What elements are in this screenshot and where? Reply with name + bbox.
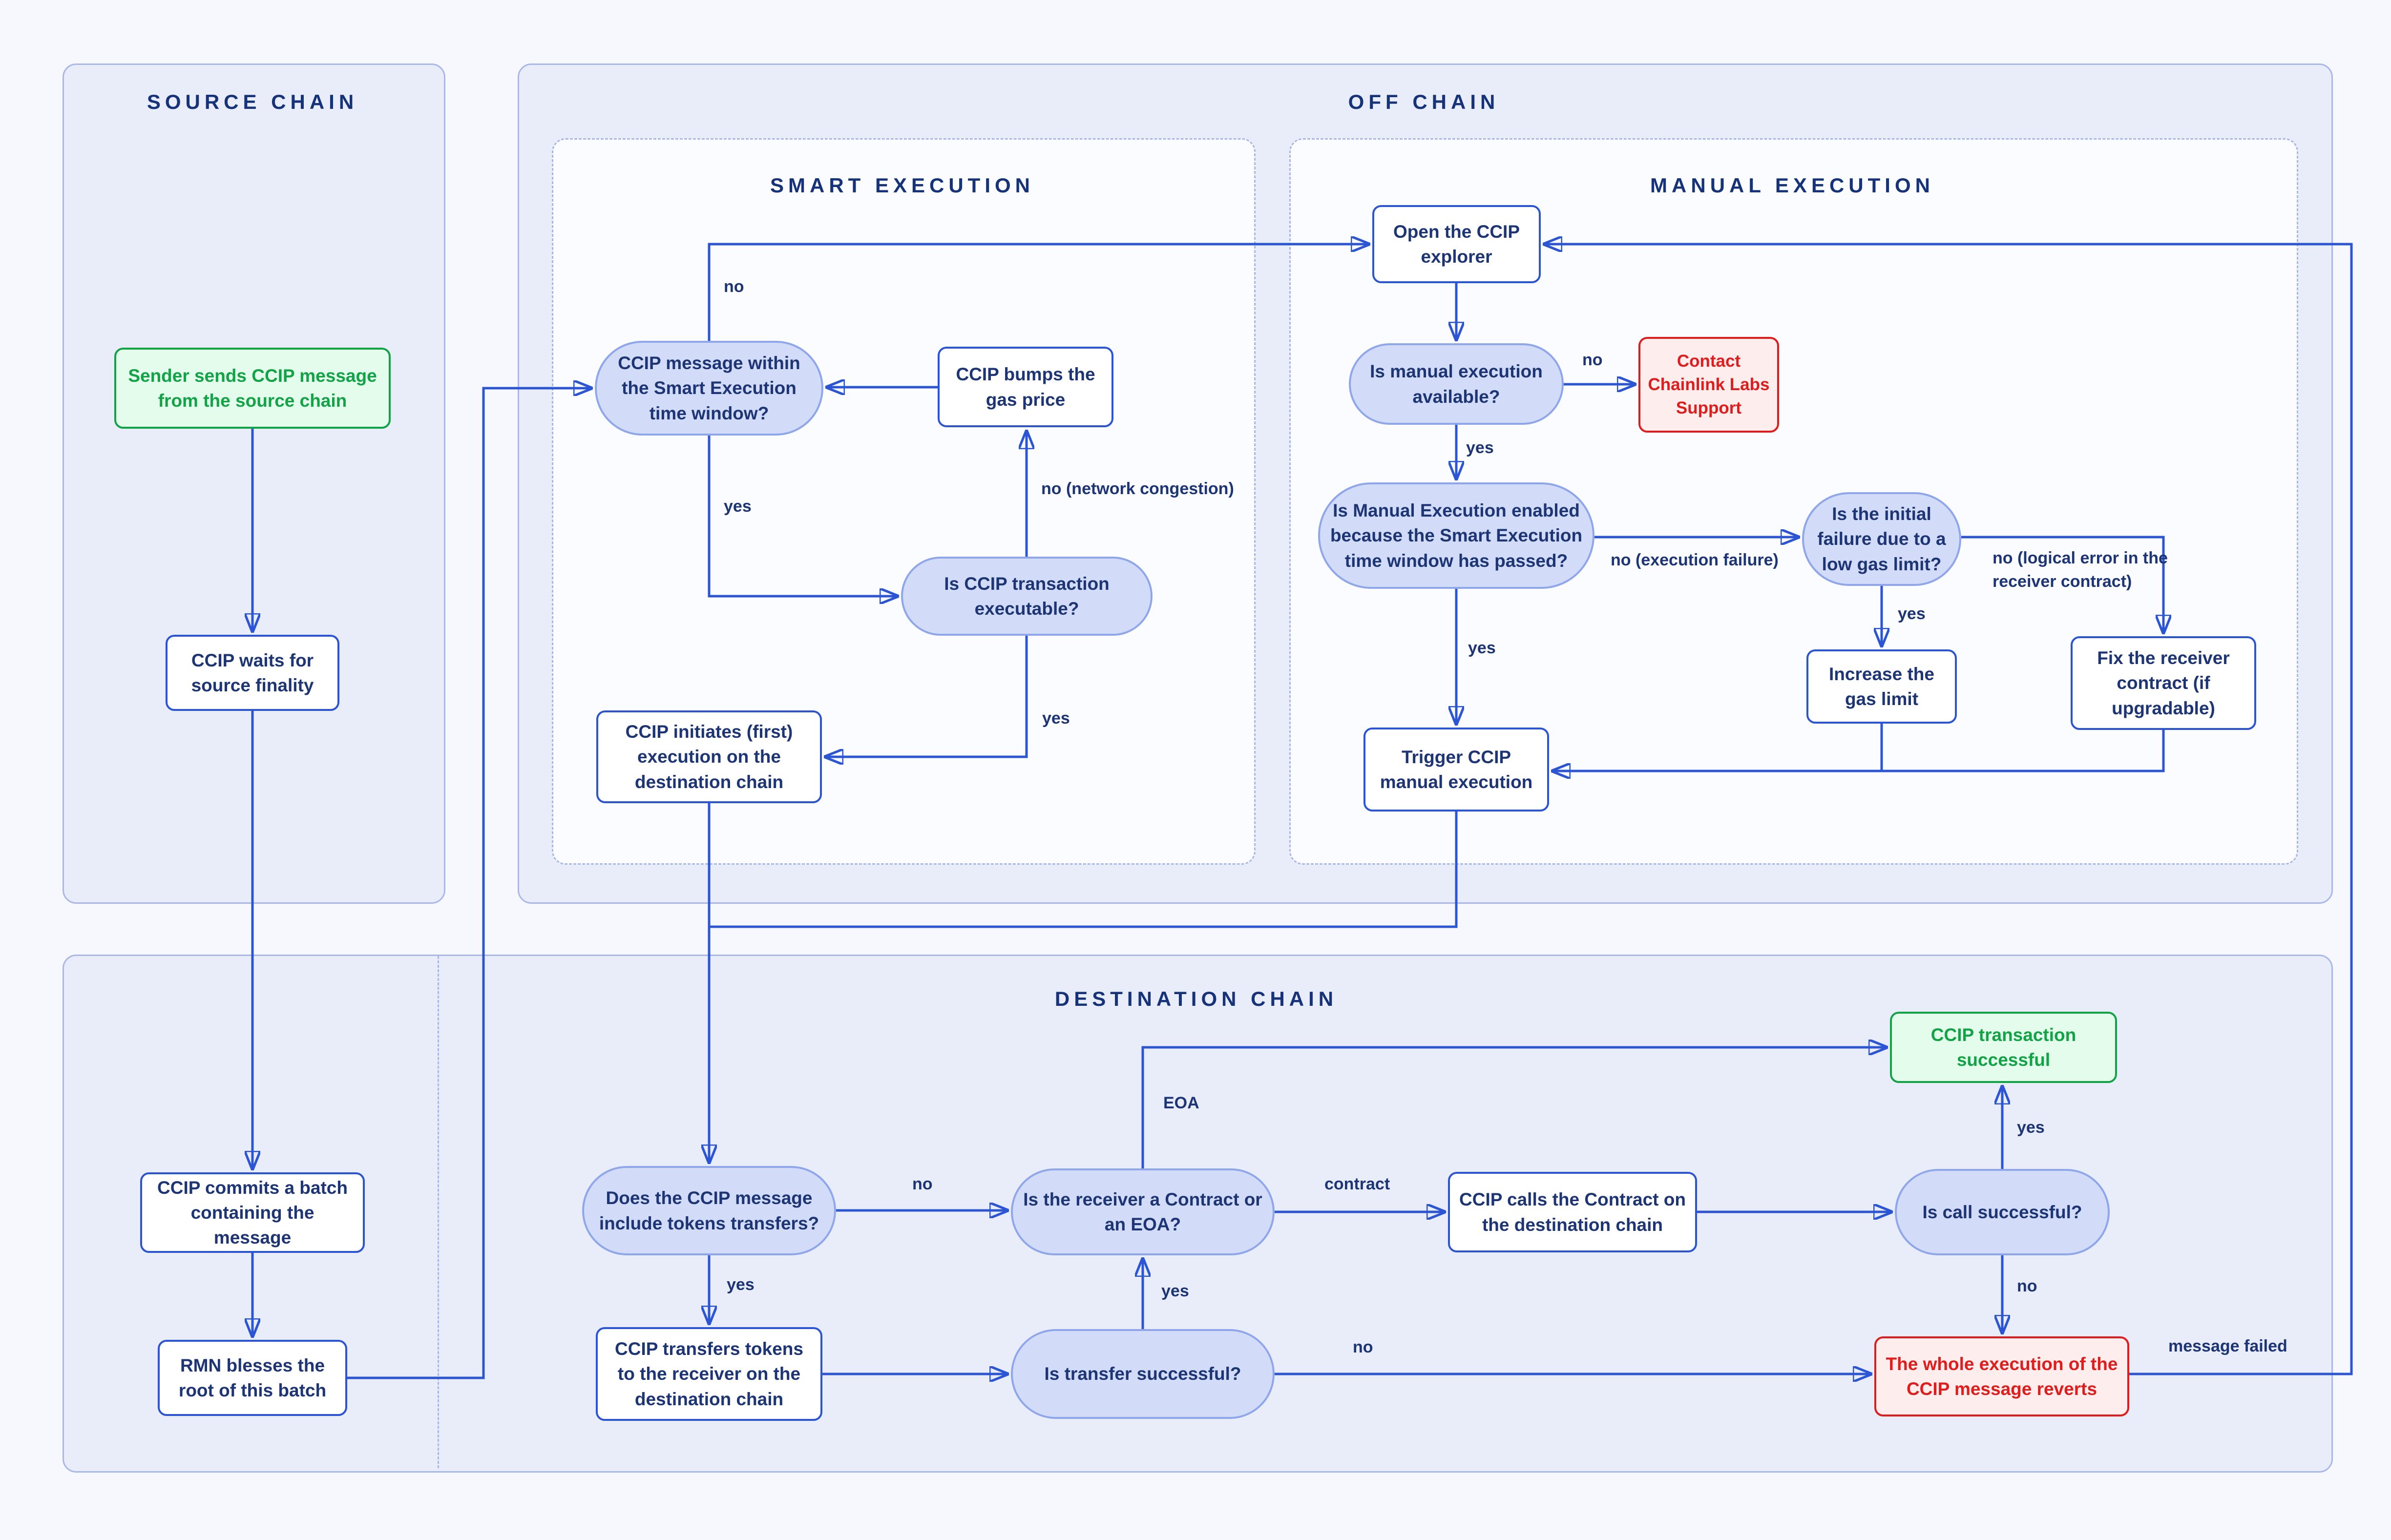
edge-label-call-no: no <box>2017 1277 2037 1295</box>
source-destination-divider <box>438 956 439 1468</box>
node-receiver-type-label: Is the receiver a Contract or an EOA? <box>1023 1189 1262 1234</box>
node-contact-support: Contact Chainlink Labs Support <box>1638 337 1779 433</box>
node-sender-label: Sender sends CCIP message from the sourc… <box>128 365 377 411</box>
edge-label-initial-failure-no: no (logical error in the receiver contra… <box>1992 549 2168 591</box>
edge-label-transfer-no: no <box>1353 1338 1373 1356</box>
node-rmn-label: RMN blesses the root of this batch <box>178 1355 327 1400</box>
node-manual-avail-label: Is manual execution available? <box>1370 361 1543 407</box>
edge-label-receiver-contract: contract <box>1324 1175 1390 1193</box>
node-bumps-label: CCIP bumps the gas price <box>956 364 1095 410</box>
node-manual-enabled: Is Manual Execution enabled because the … <box>1318 482 1594 589</box>
edge-label-manual-enabled-no: no (execution failure) <box>1611 551 1779 569</box>
node-initiates: CCIP initiates (first) execution on the … <box>596 710 822 803</box>
node-call-successful-label: Is call successful? <box>1922 1202 2082 1222</box>
node-initial-failure-label: Is the initial failure due to a low gas … <box>1817 504 1946 574</box>
node-initial-failure: Is the initial failure due to a low gas … <box>1802 492 1961 586</box>
node-fix-receiver-label: Fix the receiver contract (if upgradable… <box>2097 648 2230 718</box>
off-chain-title: OFF CHAIN <box>1348 90 1500 113</box>
node-executable-label: Is CCIP transaction executable? <box>944 573 1110 619</box>
smart-execution-title: SMART EXECUTION <box>770 174 1034 197</box>
node-message-reverts: The whole execution of the CCIP message … <box>1874 1336 2129 1416</box>
edge-label-initial-failure-yes: yes <box>1898 604 1926 623</box>
node-transfers-tokens-label: CCIP transfers tokens to the receiver on… <box>615 1339 803 1409</box>
edge-label-receiver-eoa: EOA <box>1163 1094 1199 1112</box>
node-tokens-transfers-label: Does the CCIP message include tokens tra… <box>599 1188 819 1233</box>
node-message-reverts-label: The whole execution of the CCIP message … <box>1886 1353 2118 1399</box>
node-msg-window: CCIP message within the Smart Execution … <box>595 341 823 436</box>
node-sender: Sender sends CCIP message from the sourc… <box>114 348 391 429</box>
edge-label-manual-avail-yes: yes <box>1466 438 1494 457</box>
node-fix-receiver: Fix the receiver contract (if upgradable… <box>2071 636 2256 730</box>
node-explorer-label: Open the CCIP explorer <box>1393 221 1520 267</box>
manual-execution-title: MANUAL EXECUTION <box>1650 174 1934 197</box>
node-explorer: Open the CCIP explorer <box>1372 205 1541 283</box>
destination-chain-title: DESTINATION CHAIN <box>1054 987 1338 1010</box>
edge-label-msg-window-no: no <box>724 277 744 296</box>
node-receiver-type: Is the receiver a Contract or an EOA? <box>1011 1168 1275 1255</box>
node-commits-label: CCIP commits a batch containing the mess… <box>157 1177 348 1248</box>
node-transfer-successful-label: Is transfer successful? <box>1044 1364 1241 1384</box>
node-calls-contract: CCIP calls the Contract on the destinati… <box>1448 1172 1697 1252</box>
node-contact-support-label: Contact Chainlink Labs Support <box>1648 351 1770 418</box>
edge-label-tokens-no: no <box>912 1175 933 1193</box>
edge-label-transfer-yes: yes <box>1161 1282 1189 1300</box>
node-transaction-successful: CCIP transaction successful <box>1890 1012 2117 1083</box>
edge-label-manual-enabled-yes: yes <box>1468 639 1496 657</box>
node-tokens-transfers: Does the CCIP message include tokens tra… <box>582 1166 836 1255</box>
edge-label-executable-yes: yes <box>1042 709 1070 728</box>
node-transfer-successful: Is transfer successful? <box>1011 1329 1275 1419</box>
edge-label-tokens-yes: yes <box>727 1275 755 1294</box>
node-initiates-label: CCIP initiates (first) execution on the … <box>625 722 793 792</box>
node-call-successful: Is call successful? <box>1895 1169 2110 1255</box>
node-transaction-successful-label: CCIP transaction successful <box>1930 1024 2076 1070</box>
edge-label-msg-window-yes: yes <box>724 497 752 516</box>
node-waits: CCIP waits for source finality <box>166 635 339 711</box>
edge-label-message-failed: message failed <box>2168 1337 2287 1355</box>
edge-label-manual-avail-no: no <box>1582 351 1603 369</box>
node-executable: Is CCIP transaction executable? <box>901 557 1153 636</box>
node-increase-gas: Increase the gas limit <box>1806 649 1957 724</box>
edge-label-call-yes: yes <box>2017 1118 2045 1137</box>
node-rmn: RMN blesses the root of this batch <box>158 1340 347 1416</box>
node-calls-contract-label: CCIP calls the Contract on the destinati… <box>1459 1189 1686 1235</box>
node-msg-window-label: CCIP message within the Smart Execution … <box>618 353 800 423</box>
source-chain-panel <box>63 63 445 904</box>
node-waits-label: CCIP waits for source finality <box>191 650 314 695</box>
node-manual-enabled-label: Is Manual Execution enabled because the … <box>1330 500 1583 571</box>
node-trigger-manual: Trigger CCIP manual execution <box>1363 728 1549 812</box>
node-manual-avail: Is manual execution available? <box>1349 343 1564 425</box>
edge-label-executable-no: no (network congestion) <box>1041 479 1234 498</box>
node-transfers-tokens: CCIP transfers tokens to the receiver on… <box>596 1327 822 1421</box>
node-increase-gas-label: Increase the gas limit <box>1829 664 1934 709</box>
source-chain-title: SOURCE CHAIN <box>147 90 358 113</box>
node-bumps: CCIP bumps the gas price <box>938 347 1113 427</box>
node-commits: CCIP commits a batch containing the mess… <box>140 1172 365 1253</box>
node-trigger-manual-label: Trigger CCIP manual execution <box>1380 747 1533 792</box>
